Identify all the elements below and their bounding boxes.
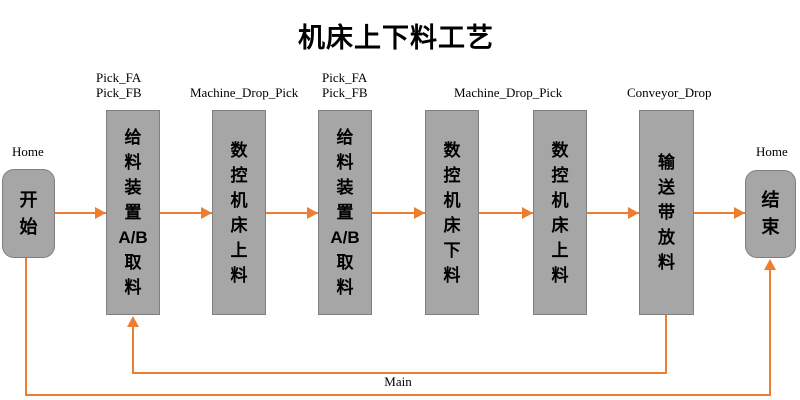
annotation-home-start: Home — [12, 144, 44, 159]
connector-inner-loop-right-vertical — [665, 315, 667, 374]
process-step-machine-load-1: 数 控 机 床 上 料 — [212, 110, 266, 315]
connector-inner-loop-left-vertical — [132, 326, 134, 374]
annotation-pick-fa-fb-1: Pick_FA Pick_FB — [96, 70, 142, 100]
start-node: 开 始 — [2, 169, 55, 258]
process-step-machine-unload: 数 控 机 床 下 料 — [425, 110, 479, 315]
arrow-start-to-step1-icon — [55, 207, 106, 219]
annotation-machine-drop-pick-2: Machine_Drop_Pick — [454, 85, 563, 100]
process-step-feeder-pick-2: 给 料 装 置 A/B 取 料 — [318, 110, 372, 315]
end-node: 结 束 — [745, 170, 796, 258]
arrow-step1-to-step2-icon — [160, 207, 212, 219]
connector-main-loop-left-vertical — [25, 258, 27, 396]
arrowhead-into-step1-icon — [127, 316, 139, 327]
arrow-step6-to-end-icon — [694, 207, 745, 219]
arrowhead-into-end-node-icon — [764, 259, 776, 270]
connector-main-loop-right-vertical — [769, 269, 771, 396]
annotation-pick-fa-fb-2: Pick_FA Pick_FB — [322, 70, 368, 100]
arrow-step2-to-step3-icon — [266, 207, 318, 219]
process-step-feeder-pick-1: 给 料 装 置 A/B 取 料 — [106, 110, 160, 315]
annotation-machine-drop-pick-1: Machine_Drop_Pick — [190, 85, 299, 100]
annotation-main-loop: Main — [384, 374, 412, 389]
process-step-machine-load-2: 数 控 机 床 上 料 — [533, 110, 587, 315]
annotation-conveyor-drop: Conveyor_Drop — [627, 85, 712, 100]
connector-inner-loop-bottom — [132, 372, 667, 374]
arrow-step3-to-step4-icon — [372, 207, 425, 219]
diagram-title: 机床上下料工艺 — [298, 23, 494, 53]
process-step-conveyor-drop: 输 送 带 放 料 — [639, 110, 694, 315]
arrow-step5-to-step6-icon — [587, 207, 639, 219]
connector-main-loop-bottom — [25, 394, 771, 396]
annotation-home-end: Home — [756, 144, 788, 159]
arrow-step4-to-step5-icon — [479, 207, 533, 219]
